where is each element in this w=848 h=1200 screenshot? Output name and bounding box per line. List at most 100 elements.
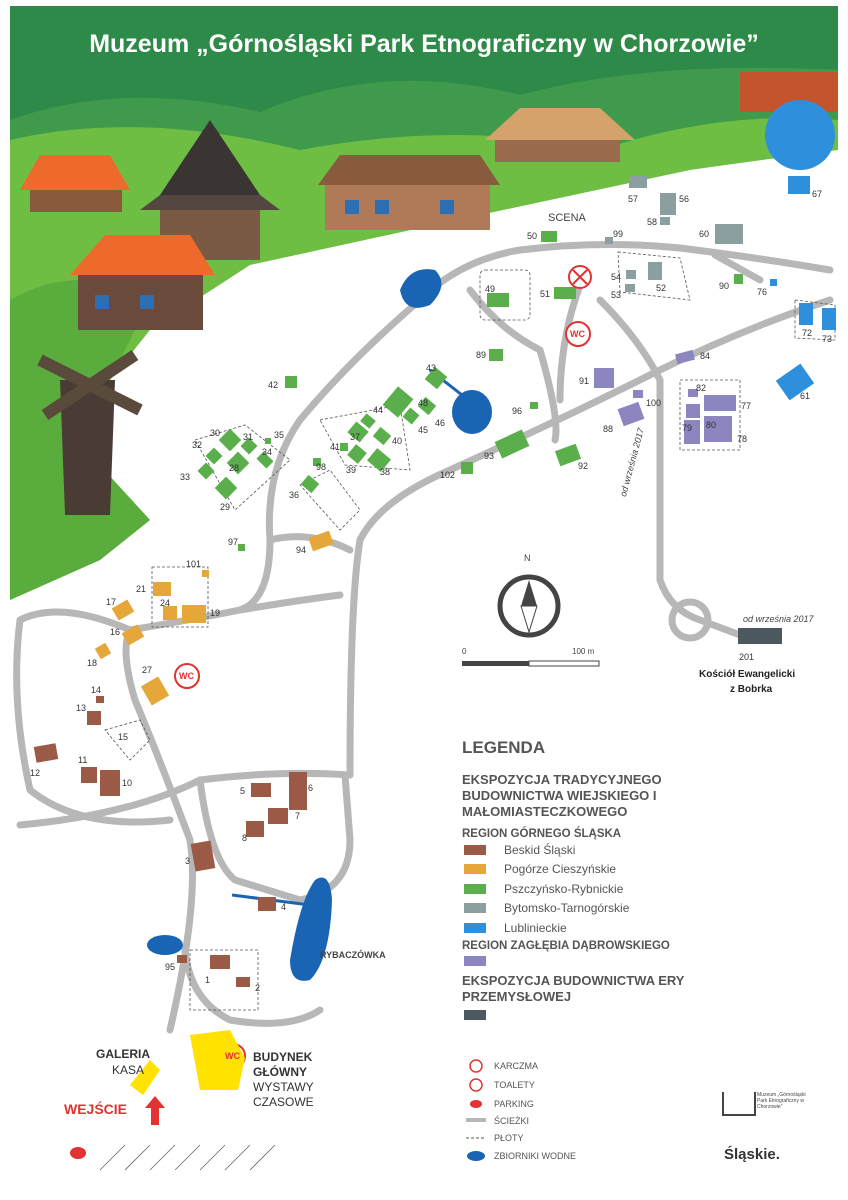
legend-ploty: PŁOTY [494, 1133, 524, 1143]
label-90: 90 [719, 281, 730, 291]
legend: LEGENDA EKSPOZYCJA TRADYCYJNEGO BUDOWNIC… [462, 738, 722, 1025]
building-77 [704, 395, 736, 411]
legend-zbiorniki: ZBIORNIKI WODNE [494, 1151, 577, 1161]
building-89 [489, 349, 503, 361]
label-102: 102 [440, 470, 456, 480]
label-100: 100 [646, 398, 662, 408]
label-2: 2 [255, 983, 261, 993]
label-99: 99 [613, 229, 624, 239]
building-54 [626, 270, 636, 279]
building-33 [197, 462, 215, 480]
legend-parking: PARKING [494, 1099, 534, 1109]
building-79 [686, 404, 700, 418]
label-3: 3 [185, 856, 191, 866]
building-82 [688, 389, 698, 397]
label-52: 52 [656, 283, 667, 293]
legend-symbols [466, 1059, 486, 1161]
building-31 [240, 437, 258, 455]
label-16: 16 [110, 627, 121, 637]
building-100 [633, 390, 643, 398]
label-39: 39 [346, 465, 357, 475]
legend-item-zaglebie [462, 952, 722, 972]
label-56: 56 [679, 194, 690, 204]
wc-label-1: WC [570, 329, 585, 339]
label-18: 18 [87, 658, 98, 668]
label-7: 7 [295, 811, 301, 821]
label-12: 12 [30, 768, 41, 778]
label-42: 42 [268, 380, 279, 390]
label-82: 82 [696, 383, 707, 393]
building-6 [289, 772, 307, 810]
legend-item-bytomsko: Bytomsko-Tarnogórskie [462, 899, 722, 919]
label-53: 53 [611, 290, 622, 300]
swatch-zaglebie [464, 956, 486, 967]
label-91: 91 [579, 376, 590, 386]
kosciol-label-2: z Bobrka [730, 684, 773, 695]
building-98 [313, 458, 321, 466]
label-61: 61 [800, 391, 811, 401]
building-8 [246, 821, 264, 837]
swatch-lubliniec [464, 922, 486, 933]
building-39 [347, 444, 367, 464]
kasa-label: KASA [112, 1063, 145, 1077]
water-bodies [147, 269, 492, 981]
label-84: 84 [700, 351, 711, 361]
swatch-beskid [464, 844, 486, 855]
building-13 [87, 711, 101, 725]
legend-item-pogorze: Pogórze Cieszyńskie [462, 860, 722, 880]
galeria-label: GALERIA [96, 1047, 150, 1061]
label-43: 43 [426, 363, 437, 373]
scena-label: SCENA [548, 212, 586, 224]
building-73 [822, 308, 836, 330]
building-91 [594, 368, 614, 388]
label-31: 31 [243, 432, 254, 442]
wejscie-label: WEJŚCIE [64, 1101, 128, 1117]
label-57: 57 [628, 194, 639, 204]
building-18 [94, 642, 112, 660]
building-95 [177, 955, 187, 963]
buildings [33, 176, 836, 987]
main-building [190, 1030, 245, 1090]
building-19 [182, 605, 206, 623]
label-6: 6 [308, 783, 314, 793]
landscape-illustration [20, 72, 838, 515]
label-29: 29 [220, 502, 231, 512]
building-42 [285, 376, 297, 388]
building-76 [770, 279, 777, 286]
legend-region-2: REGION ZAGŁĘBIA DĄBROWSKIEGO [462, 939, 670, 952]
building-72 [799, 303, 813, 325]
label-27: 27 [142, 665, 153, 675]
building-52 [648, 262, 662, 280]
building-45 [402, 407, 420, 425]
label-60: 60 [699, 229, 710, 239]
legend-item-lubliniec: Lublinieckie [462, 918, 722, 938]
building-93 [494, 429, 530, 459]
label-97: 97 [228, 537, 239, 547]
building-84 [675, 349, 695, 365]
label-92: 92 [578, 461, 589, 471]
label-41: 41 [330, 442, 341, 452]
building-12 [33, 743, 59, 763]
legend-section-1: EKSPOZYCJA TRADYCYJNEGO BUDOWNICTWA WIEJ… [462, 772, 662, 819]
building-27 [140, 676, 170, 706]
building-101 [202, 570, 209, 577]
building-67 [788, 176, 810, 194]
building-5 [251, 783, 271, 797]
building-56 [660, 193, 676, 215]
legend-region-1: REGION GÓRNEGO ŚLĄSKA [462, 828, 622, 840]
label-45: 45 [418, 425, 429, 435]
building-30 [218, 428, 242, 452]
building-94 [308, 530, 334, 552]
building-80 [684, 420, 700, 444]
building-24 [163, 606, 177, 620]
building-38 [366, 448, 392, 472]
building-1 [210, 955, 230, 969]
building-99 [605, 237, 613, 244]
legend-item-beskid: Beskid Śląski [462, 840, 722, 860]
building-96 [530, 402, 538, 409]
legend-label-lubliniec: Lublinieckie [504, 920, 567, 935]
building-36 [300, 474, 320, 494]
label-13: 13 [76, 703, 87, 713]
building-40 [372, 426, 392, 446]
